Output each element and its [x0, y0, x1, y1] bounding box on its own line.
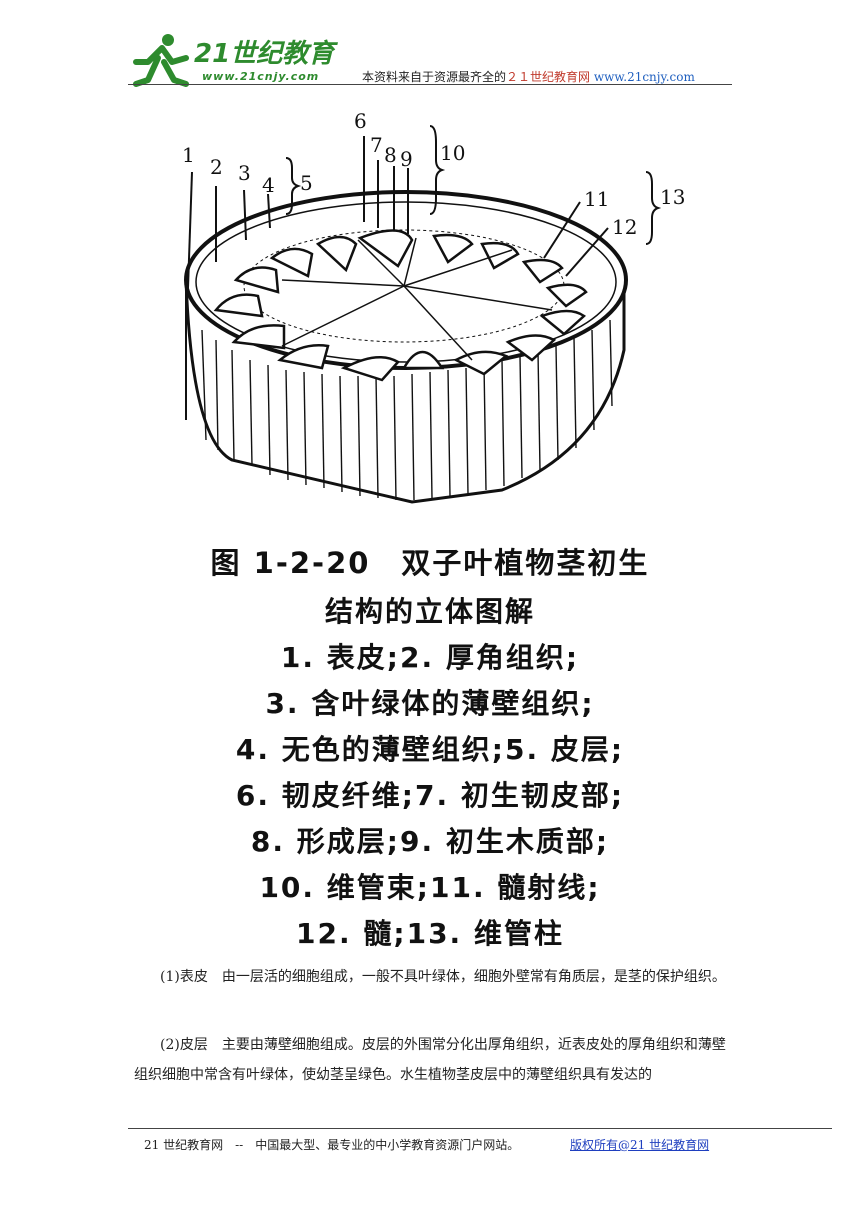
label-5: 5 [300, 171, 313, 195]
label-3: 3 [238, 161, 251, 185]
header-site-link[interactable]: ２１世纪教育网 [506, 70, 591, 84]
logo-title: 21世纪教育 [194, 39, 338, 69]
footer-divider [128, 1128, 832, 1129]
caption-line: 12. 髓;13. 维管柱 [296, 917, 564, 950]
label-1: 1 [182, 143, 195, 167]
label-9: 9 [400, 147, 413, 171]
stem-cylinder [184, 279, 626, 504]
stem-diagram: 1 2 3 4 5 6 7 8 9 10 11 12 13 [172, 109, 692, 510]
header-note: 本资料来自于资源最齐全的２１世纪教育网 www.21cnjy.com [362, 68, 695, 85]
caption-line: 3. 含叶绿体的薄壁组织; [265, 687, 595, 720]
logo-url: www.21cnjy.com [202, 70, 319, 83]
paragraph-cortex: (2)皮层 主要由薄壁细胞组成。皮层的外围常分化出厚角组织，近表皮处的厚角组织和… [134, 1030, 730, 1090]
leader-lines [187, 125, 662, 289]
runner-icon [133, 34, 189, 87]
caption-line: 6. 韧皮纤维;7. 初生韧皮部; [235, 779, 625, 812]
footer-copyright-link[interactable]: 版权所有@21 世纪教育网 [570, 1138, 710, 1152]
caption-line: 1. 表皮;2. 厚角组织; [280, 641, 580, 674]
paragraph-epidermis: (1)表皮 由一层活的细胞组成，一般不具叶绿体，细胞外壁常有角质层，是茎的保护组… [134, 962, 730, 992]
label-10: 10 [440, 141, 465, 165]
label-2: 2 [210, 155, 223, 179]
caption-line: 8. 形成层;9. 初生木质部; [250, 825, 610, 858]
figure-caption-title: 图 1-2-20 双子叶植物茎初生 [210, 546, 650, 580]
label-7: 7 [370, 133, 383, 157]
header-divider [128, 84, 732, 85]
label-6: 6 [354, 110, 367, 133]
caption-line: 4. 无色的薄壁组织;5. 皮层; [235, 733, 625, 766]
label-8: 8 [384, 143, 397, 167]
paragraph-text: (1)表皮 由一层活的细胞组成，一般不具叶绿体，细胞外壁常有角质层，是茎的保护组… [160, 969, 726, 985]
paragraph-text: (2)皮层 主要由薄壁细胞组成。皮层的外围常分化出厚角组织，近表皮处的厚角组织和… [134, 1037, 726, 1083]
site-logo[interactable]: 21世纪教育 www.21cnjy.com [128, 28, 348, 92]
stem-top-surface [184, 190, 628, 382]
label-12: 12 [612, 215, 637, 239]
caption-line: 结构的立体图解 [324, 595, 535, 628]
header-note-prefix: 本资料来自于资源最齐全的 [362, 70, 507, 84]
label-11: 11 [584, 187, 609, 211]
caption-line: 10. 维管束;11. 髓射线; [259, 871, 601, 904]
header-url-link[interactable]: www.21cnjy.com [593, 70, 695, 84]
label-13: 13 [660, 185, 685, 209]
label-4: 4 [262, 173, 275, 197]
footer-text: 21 世纪教育网 -- 中国最大型、最专业的中小学教育资源门户网站。 [144, 1138, 520, 1152]
